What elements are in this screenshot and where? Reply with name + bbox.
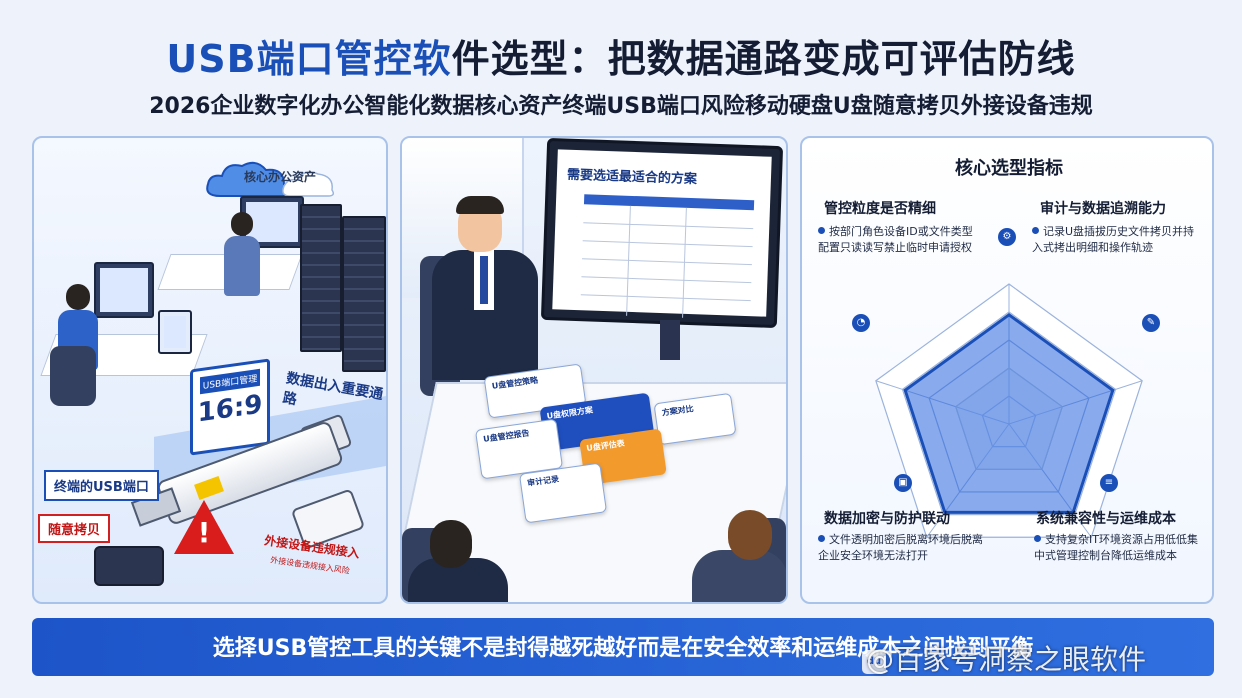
screen-table-row [582,240,753,248]
watermark-text: @百家号洞察之眼软件 [866,643,1147,676]
chair-front [50,346,96,406]
banner-text: 选择USB管控工具的关键不是封得越死越好而是在安全效率和运维成本之间找到平衡 [212,636,1034,661]
monitor-front [94,262,154,318]
metric-desc: 支持复杂IT环境资源占用低低集中式管理控制台降低运维成本 [1034,533,1198,562]
attendee-right-head [728,510,772,560]
presenter-tie [480,256,488,304]
gear-icon: ⚙ [998,228,1016,246]
radar-inner-area [955,367,1063,470]
screen-content: 需要选适最适合的方案 [552,149,772,318]
office-illustration-panel: 核心办公资产 USB端口管理 16:9 数据出入重要通路 终端的USB端口 随意… [32,136,388,604]
bullet-dot-icon [1034,535,1041,542]
screen-table-header [583,194,755,211]
metric-desc: 文件透明加密后脱离环境后脱离企业安全环境无法打开 [818,533,983,562]
server-icon: ≡ [1100,474,1118,492]
chart-icon: ◔ [852,314,870,332]
radar-value-area [903,312,1115,514]
meeting-illustration-panel: 需要选适最适合的方案 U盘管控策略 U盘权限方案 方案对比 U盘管控报告 U盘评… [400,136,788,604]
bottom-banner: 选择USB管控工具的关键不是封得越死越好而是在安全效率和运维成本之间找到平衡 [32,618,1214,676]
attendee-right-body [692,550,786,602]
cloud-label: 核心办公资产 [244,170,317,184]
metric-desc: 记录U盘插拔历史文件拷贝并持入式拷出明细和操作轨迹 [1032,225,1195,254]
warning-mark: ! [197,516,211,549]
screen-stand [660,320,680,360]
tablet-device [158,310,192,354]
metric-title: 数据加密与防护联动 [824,511,950,527]
server-rack-1 [300,204,342,352]
presenter-hair [456,196,504,214]
title-dark-part: 件选型：把数据通路变成可评估防线 [451,37,1076,81]
presentation-screen: 需要选适最适合的方案 [540,138,784,329]
server-rack-2 [342,216,386,372]
port-label: 终端的USB端口 [44,470,159,501]
watermark-logo-icon: du [862,650,886,674]
metric-title: 系统兼容性与运维成本 [1036,511,1176,527]
screen-table-row [580,294,751,302]
screen-table-row [581,276,752,284]
warning-icon [174,500,234,554]
external-box-device [94,546,164,586]
screen-table-row [583,222,754,230]
radar-grid-ring [901,311,1117,516]
cloud-icon [206,161,335,197]
bullet-dot-icon [818,535,825,542]
person-back [224,212,260,302]
metrics-title: 核心选型指标 [955,158,1063,179]
bullet-dot-icon [1032,227,1039,234]
screen-title: 需要选适最适合的方案 [566,167,698,188]
usb-port-sign: USB端口管理 16:9 [190,358,270,456]
sign-number: 16:9 [197,389,263,429]
bullet-dot-icon [818,227,825,234]
lock-icon: ▣ [894,474,912,492]
radar-chart [875,283,1143,538]
document-icon: ✎ [1142,314,1160,332]
metric-title: 审计与数据追溯能力 [1040,201,1166,217]
title-blue-part: USB端口管控软 [166,37,452,81]
page-title: USB端口管控软件选型：把数据通路变成可评估防线 [0,28,1242,83]
metric-desc: 按部门角色设备ID或文件类型配置只读读写禁止临时申请授权 [818,225,973,254]
metrics-panel: 核心选型指标 管控粒度是否精细 按部门角色设备ID或文件类型配置只读读写禁止临时… [800,136,1214,604]
random-copy-label: 随意拷贝 [38,514,111,543]
screen-table-row [582,258,752,266]
attendee-left-head [430,520,472,568]
page-subtitle: 2026企业数字化办公智能化数据核心资产终端USB端口风险移动硬盘U盘随意拷贝外… [149,94,1093,119]
metric-title: 管控粒度是否精细 [824,201,936,217]
